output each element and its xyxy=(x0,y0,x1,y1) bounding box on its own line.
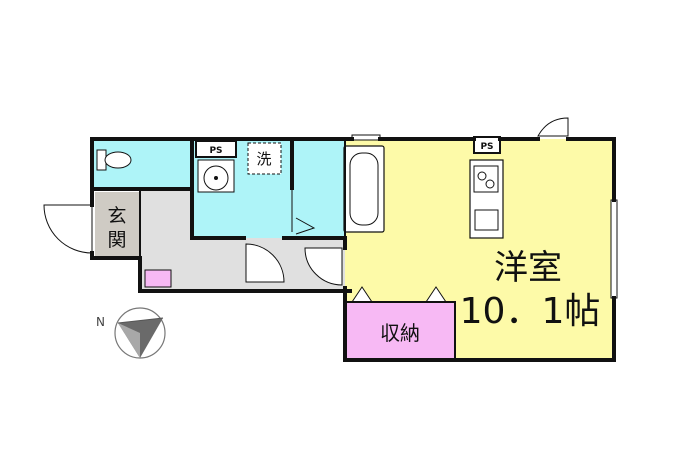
window-bath xyxy=(351,134,381,141)
western-room-name: 洋室 xyxy=(494,248,562,288)
toilet-icon xyxy=(96,149,132,171)
entrance-floor xyxy=(95,192,140,258)
storage-label: 収納 xyxy=(380,321,420,345)
western-room-area: 10．1帖 xyxy=(460,291,601,332)
bathroom-floor xyxy=(292,139,345,238)
pipe-space-2-label: PS xyxy=(480,142,493,152)
compass-icon xyxy=(114,307,166,359)
hall-door xyxy=(245,243,285,283)
entrance-char-2: 関 xyxy=(107,229,126,251)
pipe-space-2 xyxy=(473,136,501,154)
washer-label: 洗 xyxy=(256,150,271,168)
washroom-door xyxy=(291,188,316,235)
washer-space xyxy=(247,142,282,175)
kitchen-counter xyxy=(469,159,504,239)
balcony-door xyxy=(537,117,569,137)
stove-burner-icon xyxy=(477,171,487,181)
entrance-char-1: 玄 xyxy=(107,205,126,227)
sink-icon xyxy=(474,209,499,231)
room-door xyxy=(304,247,343,286)
compass-north-label: N xyxy=(96,315,105,329)
window-right xyxy=(610,199,618,299)
storage-floor xyxy=(345,302,455,360)
walls xyxy=(90,137,616,362)
washbasin-icon xyxy=(197,159,235,193)
front-door xyxy=(43,204,93,254)
stove-burner-icon xyxy=(485,179,495,189)
western-room-floor xyxy=(345,139,614,360)
pipe-space-1-label: PS xyxy=(209,146,222,156)
shoe-box xyxy=(144,269,172,288)
bathtub-inner xyxy=(349,152,379,226)
